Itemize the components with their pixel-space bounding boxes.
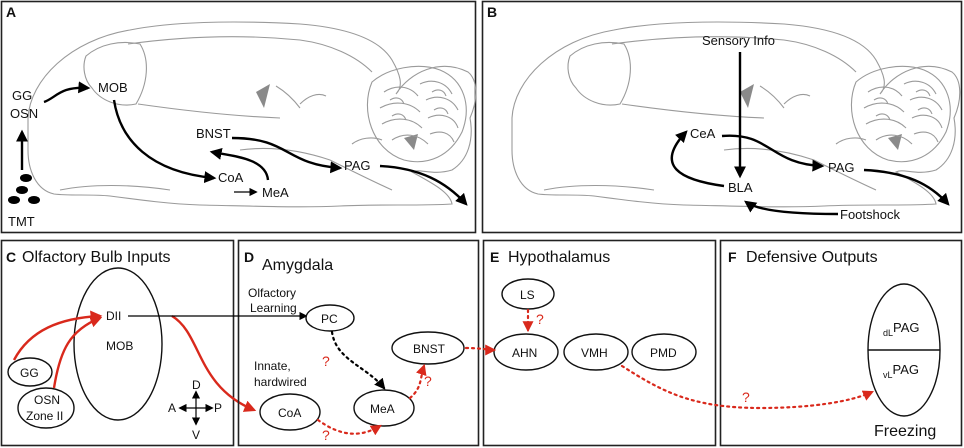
panel-a-label-pag: PAG [344, 158, 371, 173]
panel-d-question-pc-mea: ? [322, 353, 330, 369]
panel-b-label-bla: BLA [728, 180, 753, 195]
panel-c-label-gg: GG [20, 366, 39, 380]
panel-b-arrow-bla-cea [670, 130, 725, 188]
panel-f-label-dlpag: dLPAG [883, 320, 920, 338]
panel-c-label-a: A [168, 401, 176, 415]
panel-f-border [719, 239, 963, 447]
panel-e-border [482, 239, 717, 447]
panel-b-letter: B [487, 4, 497, 20]
panel-e-pmd-node [631, 333, 697, 371]
panel-a-label-bnst: BNST [196, 126, 231, 141]
panel-a-label-osn: OSN [10, 106, 38, 121]
panel-c: C Olfactory Bulb Inputs DII MOB GG OSN Z… [0, 239, 257, 447]
panel-e-label-pmd: PMD [650, 346, 677, 360]
panel-d-border [237, 239, 480, 447]
panel-c-label-p: P [214, 401, 222, 415]
panel-d-label-hardwired: hardwired [254, 375, 307, 389]
panel-a-label-coa: CoA [218, 170, 244, 185]
panel-f-label-pag-bottom: PAG [893, 362, 920, 377]
panel-c-title: Olfactory Bulb Inputs [22, 249, 171, 266]
panel-b-arrow-footshock-bla [744, 200, 839, 216]
panel-e-arrow-bnst-ahn [464, 344, 497, 356]
panel-d-label-coa: CoA [278, 406, 301, 420]
panel-b-label-sensory: Sensory Info [702, 33, 775, 48]
panel-d-mea-node [353, 389, 415, 427]
panel-d-pc-node [305, 304, 355, 332]
panel-e-title: Hypothalamus [508, 249, 610, 266]
panel-a-brain-outline [27, 21, 477, 208]
panel-d-label-bnst: BNST [413, 342, 446, 356]
panel-c-label-mob: MOB [106, 339, 133, 353]
panel-d-arrow-mea-bnst [408, 363, 427, 400]
panel-e-letter: E [490, 249, 499, 265]
panel-a-label-mea: MeA [262, 185, 289, 200]
panel-d-label-olfactory: Olfactory [248, 286, 296, 300]
panel-e-label-ls: LS [520, 288, 535, 302]
panel-f: F Defensive Outputs dLPAG vLPAG Freezing… [620, 239, 963, 447]
panel-a-tmt-molecules [8, 174, 40, 204]
panel-d: D Amygdala Olfactory Learning PC Innate,… [128, 239, 480, 447]
panel-a-arrow-bnst-pag [231, 136, 343, 174]
panel-c-letter: C [6, 249, 16, 265]
panel-b: B Sensory Info CeA BLA PAG Footshock [481, 0, 963, 234]
panel-c-mob-node [73, 267, 163, 421]
panel-b-label-cea: CeA [690, 126, 716, 141]
panel-a-arrow-pag-output [379, 164, 468, 206]
panel-f-label-pag-top: PAG [893, 320, 920, 335]
panel-d-label-innate: Innate, [254, 359, 291, 373]
panel-d-letter: D [244, 249, 254, 265]
panel-a-letter: A [6, 4, 16, 20]
panel-c-osn-node [17, 387, 75, 429]
panel-e-label-ahn: AHN [512, 346, 537, 360]
panel-b-border [481, 0, 963, 234]
panel-e-vmh-node [563, 333, 629, 371]
panel-f-arrow-vmh-pag [620, 364, 875, 410]
panel-f-letter: F [728, 249, 737, 265]
panel-d-question-coa-mea: ? [322, 427, 330, 443]
panel-f-label-freezing: Freezing [874, 423, 936, 440]
panel-c-arrow-osn-dii [52, 315, 103, 389]
panel-f-label-vl: vL [883, 370, 893, 380]
panel-a-border [0, 0, 477, 234]
panel-a-arrow-gg-mob [43, 81, 91, 104]
panel-c-arrow-gg-dii [12, 310, 103, 361]
panel-c-label-v: V [192, 428, 200, 442]
panel-c-label-d: D [192, 378, 201, 392]
panel-d-bnst-node [391, 331, 465, 365]
panel-b-label-pag: PAG [828, 160, 855, 175]
panel-d-label-pc: PC [321, 312, 338, 326]
panel-c-label-zone: Zone II [26, 409, 63, 423]
panel-c-label-dii: DII [106, 309, 121, 323]
panel-d-arrow-pc-mea [330, 330, 386, 390]
panel-e-label-vmh: VMH [581, 346, 608, 360]
panel-a-label-gg: GG [12, 88, 32, 103]
panel-f-title: Defensive Outputs [746, 249, 878, 266]
panel-c-label-osn: OSN [34, 393, 60, 407]
panel-c-arrow-dii-coa [171, 314, 257, 412]
panel-e-question-ls-ahn: ? [536, 311, 544, 327]
panel-a-label-mob: MOB [98, 80, 128, 95]
panel-f-label-dl: dL [883, 328, 893, 338]
panel-a-arrow-mea-bnst [209, 147, 270, 181]
panel-b-label-footshock: Footshock [840, 207, 900, 222]
panel-d-question-mea-bnst: ? [424, 373, 432, 389]
panel-c-orientation-compass: D V A P [168, 378, 222, 442]
panel-f-question-vmh-pag: ? [742, 389, 750, 405]
panel-d-arrow-coa-mea [316, 418, 382, 436]
panel-d-label-mea: MeA [370, 402, 395, 416]
panel-c-border [0, 239, 235, 447]
panel-b-arrow-cea-pag [721, 134, 825, 172]
panel-f-label-vlpag: vLPAG [883, 362, 919, 380]
panel-d-coa-node [259, 393, 321, 431]
panel-e: E Hypothalamus LS AHN VMH PMD ? [464, 239, 717, 447]
panel-a: A GG OSN TMT MOB CoA MeA BNST PAG [0, 0, 477, 234]
panel-d-title: Amygdala [262, 257, 333, 274]
panel-a-arrow-mob-coa [112, 99, 217, 184]
panel-d-label-learning: Learning [250, 301, 297, 315]
panel-a-label-tmt: TMT [8, 214, 35, 229]
panel-c-gg-node [7, 357, 53, 387]
panel-b-arrow-pag-output [863, 168, 950, 206]
